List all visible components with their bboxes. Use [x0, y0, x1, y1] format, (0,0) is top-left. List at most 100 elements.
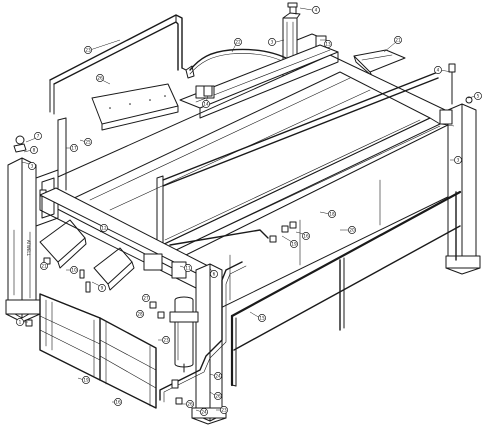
callout-number: 27: [143, 296, 149, 301]
callout-deck-inner: 25: [84, 138, 92, 146]
callout-front-base-3: 23: [220, 406, 228, 414]
callout-circle: [30, 146, 38, 154]
callout-circle: [84, 138, 92, 146]
callout-circle: [234, 38, 242, 46]
callout-number: 17: [71, 146, 77, 151]
callout-hose-top: 22: [234, 38, 242, 46]
callout-number: 8: [33, 148, 36, 153]
callout-number: 25: [85, 140, 91, 145]
callout-circle: [214, 372, 222, 380]
small-fittings: [25, 85, 297, 405]
callout-right-post-switch: 5: [474, 92, 482, 100]
callout-number: 13: [325, 42, 331, 47]
right-side-guard-rail: [230, 190, 462, 387]
callout-cylinder-bracket: 11: [184, 264, 192, 272]
callout-circle: [394, 36, 402, 44]
callout-front-base-2: 24: [200, 408, 208, 416]
callout-circle: [96, 74, 104, 82]
left-front-post: [5, 135, 41, 323]
callout-fitting-b: 20: [348, 226, 356, 234]
callout-circle: [210, 270, 218, 278]
callout-number: 28: [137, 312, 143, 317]
callout-pump-fitting-2: 26: [214, 392, 222, 400]
callout-fitting-c: 19: [290, 240, 298, 248]
callout-circle: [84, 46, 92, 54]
callout-number: 5: [477, 94, 480, 99]
callout-left-post: 3: [28, 162, 36, 170]
callout-circle: [70, 144, 78, 152]
callout-small-27: 27: [142, 294, 150, 302]
callout-circle: [142, 294, 150, 302]
callout-lock-right: 9: [98, 284, 106, 292]
callout-circle: [200, 408, 208, 416]
callout-circle: [202, 100, 210, 108]
callout-circle: [70, 266, 78, 274]
callout-number: 10: [71, 268, 77, 273]
hydraulic-hose-top: [185, 48, 291, 79]
callout-number: 4: [315, 8, 318, 13]
callout-number: 15: [259, 316, 265, 321]
callout-front-base-1: 26: [186, 400, 194, 408]
callout-number: 23: [85, 48, 91, 53]
callout-rear-post-body: 3: [268, 38, 276, 46]
callout-ramp-left-label: 21: [40, 262, 48, 270]
callout-plate: 26: [96, 74, 104, 82]
callout-number: 18: [329, 212, 335, 217]
callout-gate-right: 16: [114, 398, 122, 406]
callout-circle: [290, 240, 298, 248]
rear-right-ramp: [353, 49, 406, 77]
callout-number: 23: [163, 338, 169, 343]
callout-number: 26: [187, 402, 193, 407]
callout-left-rail-top: 23: [84, 46, 92, 54]
right-rear-post: [439, 63, 481, 275]
rear-left-safety-rail: [49, 14, 187, 115]
callout-left-cap-top: 7: [34, 132, 42, 140]
callout-circle: [28, 162, 36, 170]
hydraulic-line: [159, 229, 269, 403]
callout-right-post-top: 4: [434, 66, 442, 74]
callout-circle: [324, 40, 332, 48]
callout-circle: [82, 376, 90, 384]
front-gate: [39, 293, 157, 409]
callout-circle: [258, 314, 266, 322]
callout-circle: [220, 406, 228, 414]
center-drive-ramp: [93, 247, 135, 291]
callout-number: 12: [101, 226, 107, 231]
callout-number: 19: [83, 378, 89, 383]
callout-left-cap-bottom: 8: [30, 146, 38, 154]
callout-number: 7: [37, 134, 40, 139]
callout-lock-left: 10: [70, 266, 78, 274]
callout-number: 20: [349, 228, 355, 233]
callout-fitting-mid: 14: [202, 100, 210, 108]
callout-runway-center: 18: [328, 210, 336, 218]
callout-number: 24: [201, 410, 207, 415]
callout-circle: [312, 6, 320, 14]
callout-circle: [136, 310, 144, 318]
callout-circle: [454, 156, 462, 164]
callout-number: 16: [303, 234, 309, 239]
callout-number: 3: [271, 40, 274, 45]
callout-front-post-top: 6: [210, 270, 218, 278]
callout-number: 19: [291, 242, 297, 247]
callout-pump-fitting-1: 24: [214, 372, 222, 380]
callout-circle: [100, 224, 108, 232]
callout-gate-bottom: 19: [82, 376, 90, 384]
callout-number: 26: [97, 76, 103, 81]
callout-small-28: 28: [136, 310, 144, 318]
callout-number: 16: [115, 400, 121, 405]
callout-gate-left: 1: [16, 318, 24, 326]
callout-circle: [328, 210, 336, 218]
callout-circle: [214, 392, 222, 400]
callout-fitting-a: 16: [302, 232, 310, 240]
callout-number: 14: [203, 102, 209, 107]
callout-circle: [114, 398, 122, 406]
hydraulic-pump: [169, 296, 199, 373]
callout-circle: [348, 226, 356, 234]
left-drive-ramp: [39, 219, 87, 269]
callout-circle: [302, 232, 310, 240]
callout-rail-front: 15: [258, 314, 266, 322]
runway-deck: [39, 54, 463, 319]
